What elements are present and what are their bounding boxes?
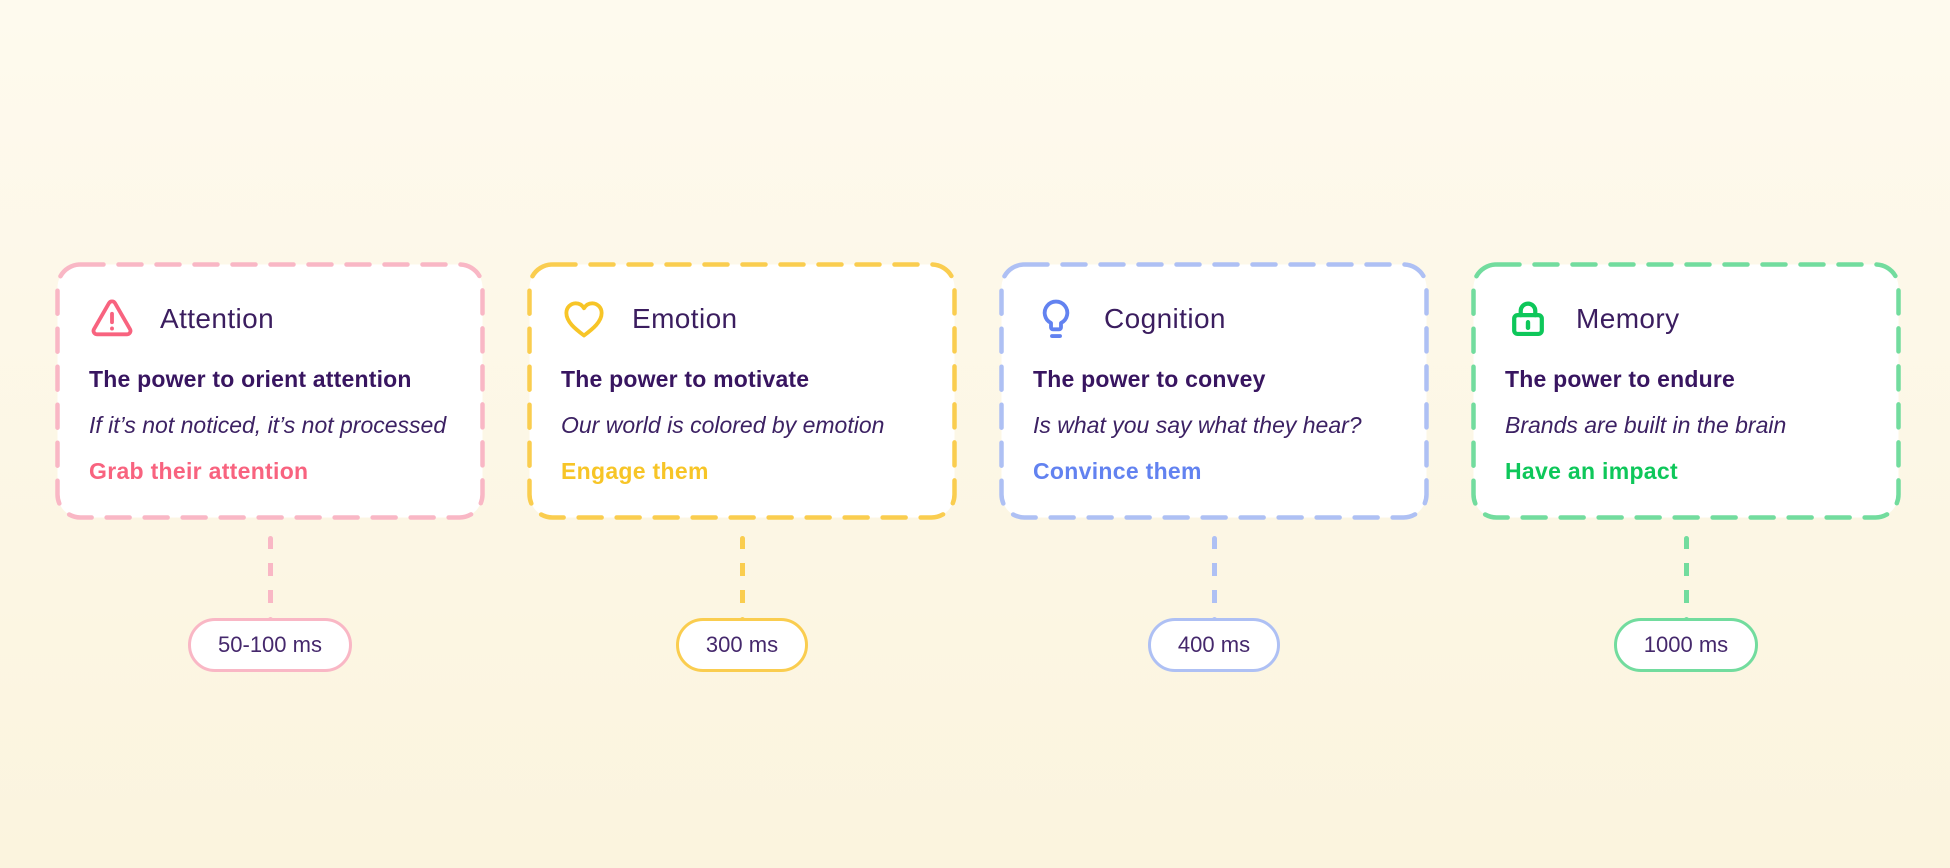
memory-card: Memory The power to endure Brands are bu… xyxy=(1471,262,1901,520)
card-statement: The power to convey xyxy=(1033,366,1266,392)
connector-line xyxy=(267,536,273,618)
heart-icon xyxy=(561,296,607,342)
connector-line xyxy=(739,536,745,618)
dashed-border xyxy=(999,262,1429,520)
card-content: Emotion The power to motivate Our world … xyxy=(527,262,957,520)
card-cta: Have an impact xyxy=(1505,458,1678,484)
timing-pill: 1000 ms xyxy=(1613,618,1759,673)
timing-pill: 50-100 ms xyxy=(188,618,352,673)
connector-line xyxy=(1683,536,1689,618)
card-column-memory: Memory The power to endure Brands are bu… xyxy=(1471,262,1901,673)
card-detail: Our world is colored by emotion xyxy=(561,412,885,438)
card-title: Attention xyxy=(160,303,275,334)
dashed-border xyxy=(55,262,485,520)
title-row: Emotion xyxy=(561,296,927,342)
card-content: Attention The power to orient attention … xyxy=(55,262,485,520)
card-row: Attention The power to orient attention … xyxy=(55,262,1901,673)
card-statement: The power to endure xyxy=(1505,366,1735,392)
card-column-emotion: Emotion The power to motivate Our world … xyxy=(527,262,957,673)
card-statement: The power to orient attention xyxy=(89,366,412,392)
title-row: Memory xyxy=(1505,296,1871,342)
card-title: Memory xyxy=(1576,303,1680,334)
connector-line xyxy=(1211,536,1217,618)
card-content: Cognition The power to convey Is what yo… xyxy=(999,262,1429,520)
card-cta: Convince them xyxy=(1033,458,1202,484)
timing-label: 300 ms xyxy=(705,632,779,657)
dashed-border xyxy=(527,262,957,520)
card-cta: Grab their attention xyxy=(89,458,309,484)
attention-card: Attention The power to orient attention … xyxy=(55,262,485,520)
card-detail: If it’s not noticed, it’s not processed xyxy=(89,412,447,438)
timing-label: 400 ms xyxy=(1177,632,1251,657)
warning-triangle-icon xyxy=(89,296,135,342)
lightbulb-icon xyxy=(1033,296,1079,342)
emotion-card: Emotion The power to motivate Our world … xyxy=(527,262,957,520)
cognition-card: Cognition The power to convey Is what yo… xyxy=(999,262,1429,520)
card-cta: Engage them xyxy=(561,458,709,484)
lock-icon xyxy=(1505,296,1551,342)
timing-label: 50-100 ms xyxy=(218,632,322,657)
timing-pill: 300 ms xyxy=(675,618,809,673)
dashed-border xyxy=(1471,262,1901,520)
title-row: Cognition xyxy=(1033,296,1399,342)
card-title: Cognition xyxy=(1104,303,1226,334)
card-content: Memory The power to endure Brands are bu… xyxy=(1471,262,1901,520)
card-column-cognition: Cognition The power to convey Is what yo… xyxy=(999,262,1429,673)
title-row: Attention xyxy=(89,296,455,342)
card-detail: Brands are built in the brain xyxy=(1505,412,1787,438)
card-detail: Is what you say what they hear? xyxy=(1033,412,1362,438)
card-statement: The power to motivate xyxy=(561,366,810,392)
timing-pill: 400 ms xyxy=(1147,618,1281,673)
card-column-attention: Attention The power to orient attention … xyxy=(55,262,485,673)
timing-label: 1000 ms xyxy=(1643,632,1729,657)
card-title: Emotion xyxy=(632,303,738,334)
